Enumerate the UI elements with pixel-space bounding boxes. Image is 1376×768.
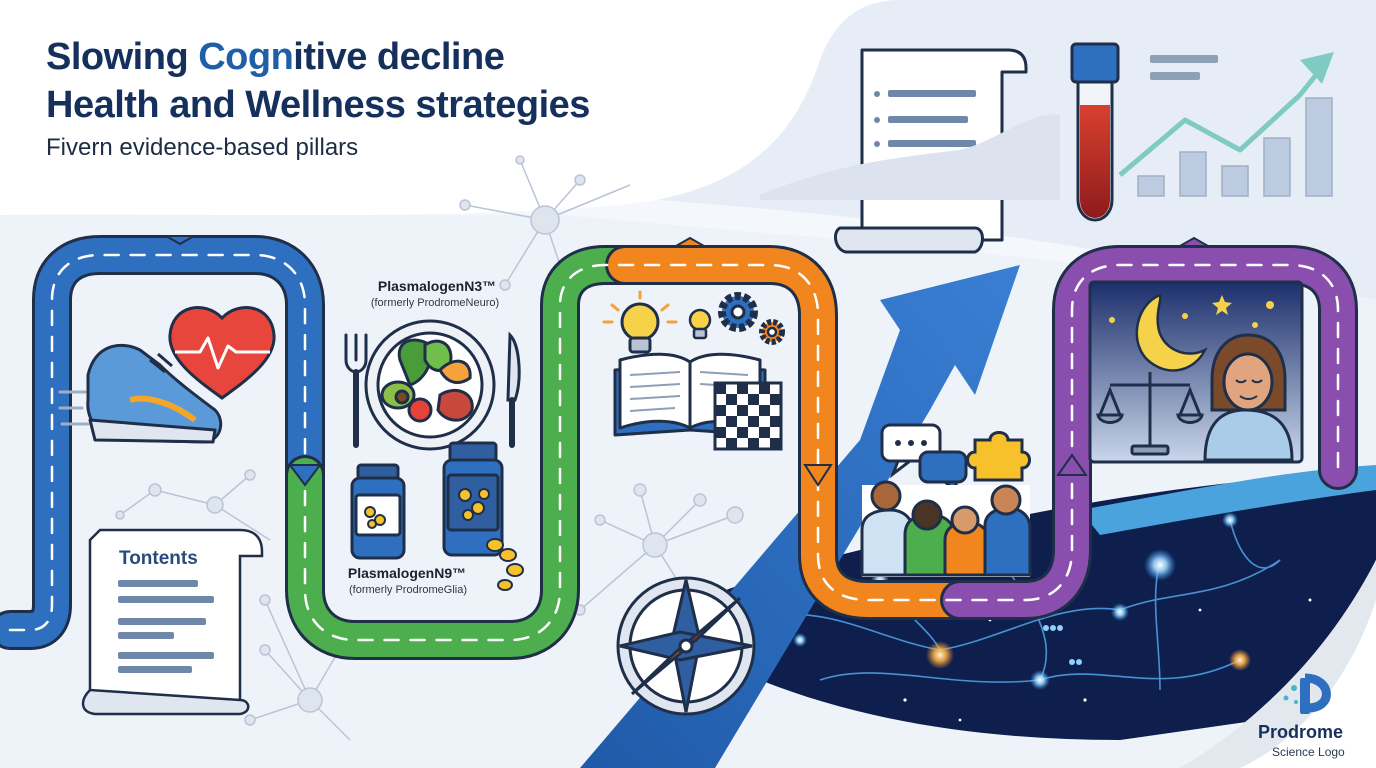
chess-square <box>759 427 770 438</box>
bar <box>1305 97 1333 197</box>
chess-square <box>759 405 770 416</box>
motion-lines <box>58 390 90 426</box>
bar-chart-icon <box>760 55 1333 200</box>
compass-icon <box>616 576 756 716</box>
supplement-bottle-icon <box>350 463 406 560</box>
puzzle-piece-icon <box>966 431 1031 482</box>
title-highlight: Cogn <box>198 36 294 78</box>
chess-square <box>770 394 781 405</box>
people-group-icon <box>860 480 1032 577</box>
bar <box>1263 137 1291 197</box>
softgel-capsules <box>486 538 524 591</box>
page-title-line2: Health and Wellness strategies <box>46 84 590 126</box>
chess-square <box>737 383 748 394</box>
chess-square <box>748 394 759 405</box>
product-name-n9: PlasmalogenN9™ <box>347 565 467 581</box>
chess-square <box>770 416 781 427</box>
gear-icon <box>718 292 758 332</box>
bar <box>1137 175 1165 197</box>
trend-arrow-icon <box>1118 52 1334 177</box>
balance-scale-icon <box>1096 372 1204 456</box>
bar <box>1179 151 1207 197</box>
contents-label: Tontents <box>119 548 198 569</box>
moon-icon <box>1135 293 1208 372</box>
page-title-line1: Slowing Cognitive decline <box>46 36 505 79</box>
chess-square <box>715 427 726 438</box>
product-name-n3: PlasmalogenN3™ <box>377 278 497 294</box>
logo-icon <box>1283 673 1331 714</box>
plate-icon <box>364 319 496 451</box>
chess-square <box>715 405 726 416</box>
chess-square <box>770 438 781 449</box>
chess-square <box>737 405 748 416</box>
product-note-n9: (formerly ProdromeGlia) <box>349 584 467 596</box>
lightbulb-icon <box>602 290 678 354</box>
chess-square <box>748 438 759 449</box>
chess-square <box>726 438 737 449</box>
neuron-network-bg <box>115 155 744 741</box>
title-part: itive decline <box>293 36 505 78</box>
knife-icon <box>506 331 521 448</box>
chess-square <box>737 427 748 438</box>
chessboard-icon <box>713 381 783 451</box>
bar <box>1221 165 1249 197</box>
chess-square <box>726 416 737 427</box>
supplement-bottle-icon <box>442 441 504 557</box>
product-note-n3: (formerly ProdromeNeuro) <box>370 297 500 309</box>
road-markers <box>162 235 1212 487</box>
chess-square <box>748 416 759 427</box>
lightbulb-icon <box>688 308 712 340</box>
gear-icon <box>759 319 785 345</box>
logo-tagline: Science Logo <box>1272 745 1345 759</box>
chess-square <box>759 383 770 394</box>
road-path <box>0 235 1358 660</box>
sneaker-icon <box>86 343 223 444</box>
chess-square <box>726 394 737 405</box>
person-icon <box>1203 333 1294 462</box>
logo-name: Prodrome <box>1258 722 1344 742</box>
page-subtitle: Fivern evidence-based pillars <box>46 134 359 161</box>
fork-icon <box>344 333 368 448</box>
sleep-panel <box>1088 280 1304 464</box>
test-tube-icon <box>1070 42 1120 222</box>
page-curl <box>1180 560 1376 768</box>
title-part: Slowing <box>46 36 199 78</box>
heart-pulse-icon <box>168 306 276 400</box>
chess-square <box>715 383 726 394</box>
contents-lines <box>118 580 214 673</box>
